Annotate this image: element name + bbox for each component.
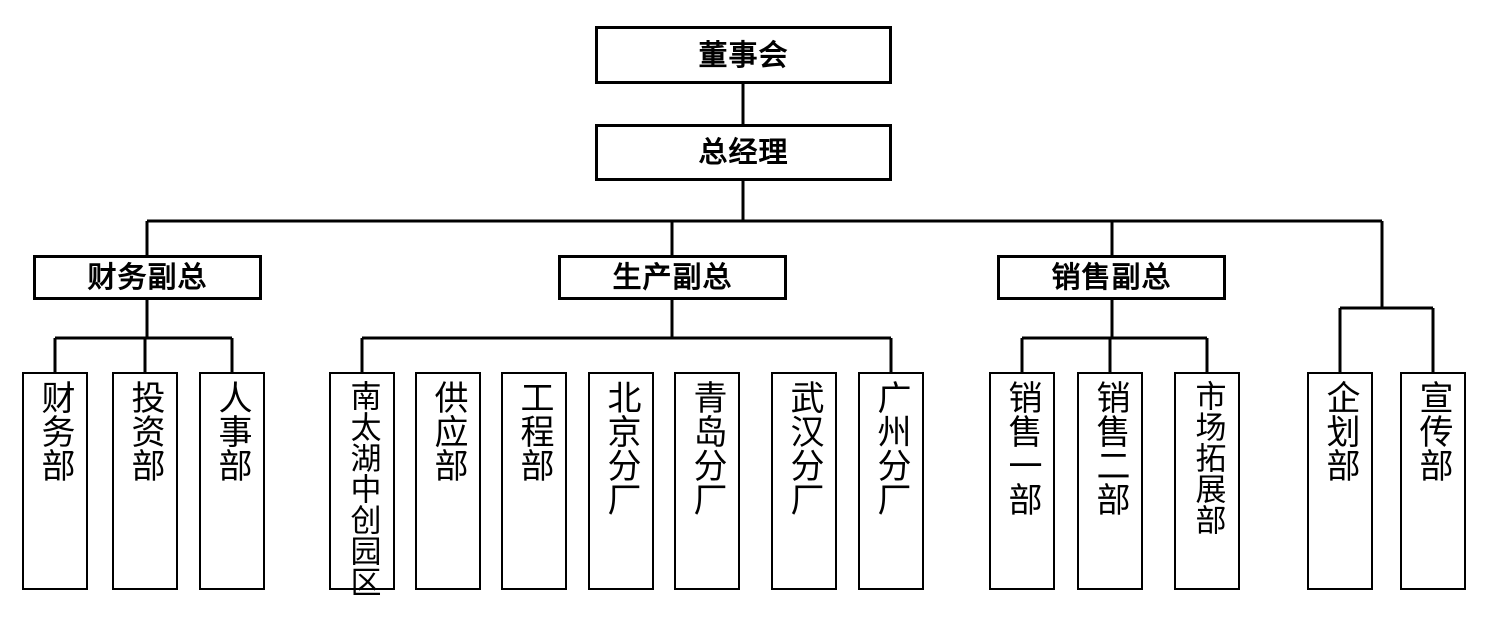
node-dept-production-3[interactable]: 工程部 bbox=[501, 372, 567, 590]
node-dept-production-6[interactable]: 武汉分厂 bbox=[771, 372, 837, 590]
node-dept-production-5[interactable]: 青岛分厂 bbox=[674, 372, 740, 590]
node-board[interactable]: 董事会 bbox=[595, 26, 892, 84]
node-dept-production-4-label: 北京分厂 bbox=[601, 380, 641, 516]
node-dept-sales-2[interactable]: 销售二部 bbox=[1077, 372, 1143, 590]
node-dept-production-4[interactable]: 北京分厂 bbox=[588, 372, 654, 590]
node-dept-production-2[interactable]: 供应部 bbox=[415, 372, 481, 590]
node-dept-production-7-label: 广州分厂 bbox=[871, 380, 911, 516]
node-vp-finance-label: 财务副总 bbox=[87, 260, 208, 294]
node-dept-production-2-label: 供应部 bbox=[428, 380, 468, 482]
node-dept-finance-2[interactable]: 投资部 bbox=[112, 372, 178, 590]
node-vp-sales-label: 销售副总 bbox=[1051, 260, 1172, 294]
node-vp-production-label: 生产副总 bbox=[612, 260, 733, 294]
node-vp-finance[interactable]: 财务副总 bbox=[33, 255, 262, 300]
node-dept-production-6-label: 武汉分厂 bbox=[784, 380, 824, 516]
node-dept-sales-2-label: 销售二部 bbox=[1090, 380, 1130, 516]
node-dept-finance-2-label: 投资部 bbox=[125, 380, 165, 482]
node-dept-staff-2[interactable]: 宣传部 bbox=[1400, 372, 1466, 590]
node-vp-sales[interactable]: 销售副总 bbox=[997, 255, 1226, 300]
node-dept-staff-1-label: 企划部 bbox=[1320, 380, 1360, 482]
node-dept-finance-3-label: 人事部 bbox=[212, 380, 252, 482]
node-dept-production-1[interactable]: 南太湖中创园区 bbox=[329, 372, 395, 597]
node-dept-production-3-label: 工程部 bbox=[514, 380, 554, 482]
node-dept-production-1-label: 南太湖中创园区 bbox=[344, 380, 381, 597]
node-dept-finance-1[interactable]: 财务部 bbox=[22, 372, 88, 590]
node-dept-finance-3[interactable]: 人事部 bbox=[199, 372, 265, 590]
node-dept-sales-1-label: 销售一部 bbox=[1002, 380, 1042, 516]
node-board-label: 董事会 bbox=[698, 37, 789, 72]
node-dept-staff-1[interactable]: 企划部 bbox=[1307, 372, 1373, 590]
node-dept-sales-3-label: 市场拓展部 bbox=[1189, 380, 1226, 535]
node-dept-staff-2-label: 宣传部 bbox=[1413, 380, 1453, 482]
node-dept-production-7[interactable]: 广州分厂 bbox=[858, 372, 924, 590]
node-dept-finance-1-label: 财务部 bbox=[35, 380, 75, 482]
node-general-manager[interactable]: 总经理 bbox=[595, 124, 892, 181]
node-dept-sales-1[interactable]: 销售一部 bbox=[989, 372, 1055, 590]
node-general-manager-label: 总经理 bbox=[698, 135, 789, 169]
node-dept-production-5-label: 青岛分厂 bbox=[687, 380, 727, 516]
node-dept-sales-3[interactable]: 市场拓展部 bbox=[1174, 372, 1240, 590]
node-vp-production[interactable]: 生产副总 bbox=[558, 255, 787, 300]
